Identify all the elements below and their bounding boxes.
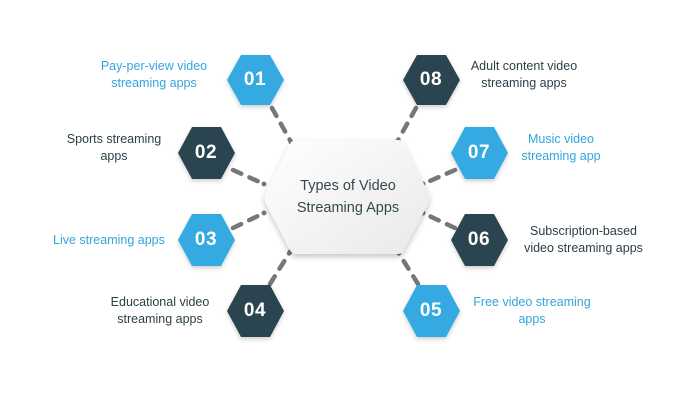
item-label-06: Subscription-based video streaming apps bbox=[516, 223, 651, 257]
item-label-01-line2: streaming apps bbox=[111, 76, 197, 90]
item-label-06-line2: video streaming apps bbox=[524, 241, 643, 255]
item-label-01: Pay-per-view video streaming apps bbox=[90, 58, 218, 92]
dashed-connectors bbox=[230, 105, 458, 287]
item-label-04-line1: Educational video bbox=[110, 295, 210, 309]
center-title-line1: Types of Video bbox=[300, 178, 396, 194]
item-label-08-line1: Adult content video bbox=[470, 59, 578, 73]
center-title-line2: Streaming Apps bbox=[296, 200, 400, 216]
item-number-01: 01 bbox=[243, 69, 267, 90]
connector-05 bbox=[395, 249, 421, 287]
connector-04 bbox=[267, 249, 293, 287]
item-label-08-line2: streaming apps bbox=[481, 76, 567, 90]
item-label-08: Adult content video streaming apps bbox=[464, 58, 584, 92]
connector-01 bbox=[269, 105, 294, 145]
hexagon-06 bbox=[451, 214, 508, 266]
item-label-01-line1: Pay-per-view video bbox=[100, 59, 208, 73]
item-label-06-line1: Subscription-based bbox=[529, 224, 637, 238]
item-label-02: Sports streaming apps bbox=[60, 131, 168, 165]
item-label-03: Live streaming apps bbox=[53, 232, 165, 249]
hexagon-07 bbox=[451, 127, 508, 179]
item-number-03: 03 bbox=[194, 229, 218, 250]
item-number-08: 08 bbox=[419, 69, 443, 90]
connector-06 bbox=[420, 210, 458, 231]
item-label-04: Educational video streaming apps bbox=[104, 294, 216, 328]
connector-03 bbox=[230, 210, 267, 231]
connector-08 bbox=[394, 105, 419, 145]
item-number-07: 07 bbox=[467, 142, 491, 163]
item-label-04-line2: streaming apps bbox=[117, 312, 203, 326]
item-number-05: 05 bbox=[419, 300, 443, 321]
item-label-07: Music video streaming app bbox=[515, 131, 607, 165]
hexagon-04 bbox=[227, 285, 284, 337]
item-label-02-line1: Sports streaming bbox=[66, 132, 162, 146]
hexagon-03 bbox=[178, 214, 235, 266]
item-number-02: 02 bbox=[194, 142, 218, 163]
item-label-07-line2: streaming app bbox=[521, 149, 601, 163]
item-label-05-line2: apps bbox=[518, 312, 546, 326]
center-hexagon bbox=[264, 140, 430, 254]
hexagon-08 bbox=[403, 55, 460, 105]
item-number-06: 06 bbox=[467, 229, 491, 250]
item-label-03-line1: Live streaming apps bbox=[53, 233, 165, 247]
item-label-07-line1: Music video bbox=[528, 132, 594, 146]
item-label-02-line2: apps bbox=[100, 149, 128, 163]
center-title: Types of Video Streaming Apps bbox=[278, 175, 418, 219]
item-number-04: 04 bbox=[243, 300, 267, 321]
hexagon-02 bbox=[178, 127, 235, 179]
connector-07 bbox=[420, 167, 458, 187]
connector-02 bbox=[230, 167, 267, 187]
item-label-05: Free video streaming apps bbox=[466, 294, 598, 328]
hexagon-01 bbox=[227, 55, 284, 105]
item-label-05-line1: Free video streaming bbox=[473, 295, 591, 309]
hexagon-05 bbox=[403, 285, 460, 337]
